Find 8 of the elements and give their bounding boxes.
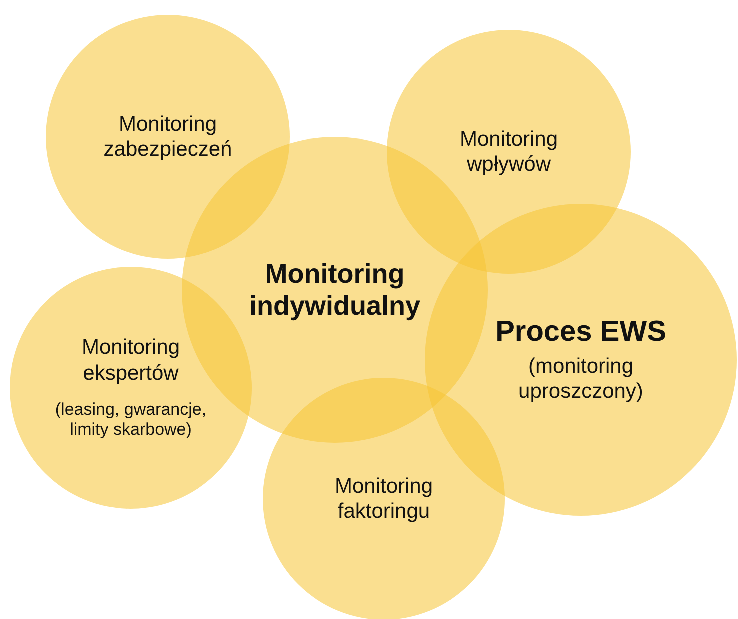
circle-label: Monitoring ekspertów — [80, 335, 182, 386]
circle-label: Monitoring zabezpieczeń — [102, 112, 234, 162]
circle-label: Proces EWS — [494, 315, 668, 350]
circle-label: Monitoring indywidualny — [248, 258, 422, 322]
circle-label: Monitoring wpływów — [458, 126, 560, 178]
circle-sublabel: (leasing, gwarancje, limity skarbowe) — [54, 400, 208, 441]
circle-label: Monitoring faktoringu — [334, 474, 434, 524]
circle-sublabel: (monitoring uproszczony) — [518, 354, 644, 405]
